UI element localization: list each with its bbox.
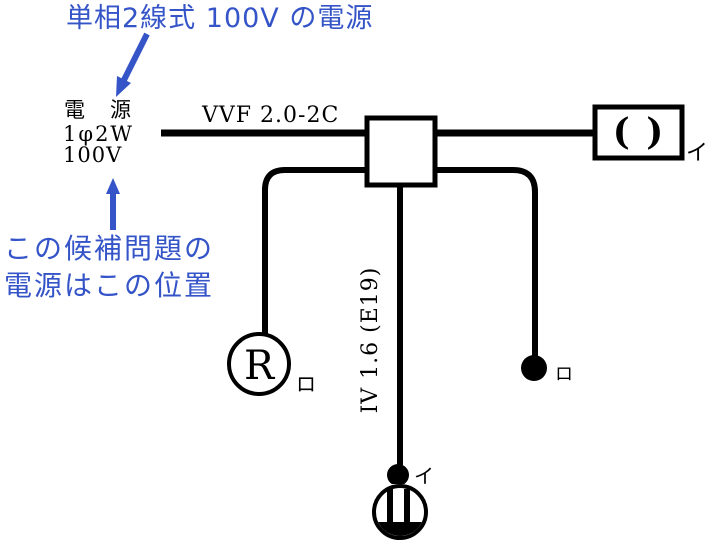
annotation-note-line1: この候補問題の — [4, 232, 214, 265]
arrow-to-source — [116, 32, 150, 97]
power-source-label: 電 源 1φ2W 100V — [63, 98, 134, 167]
lamp-receptacle-letter: R — [244, 343, 276, 389]
ceiling-rosette-symbol — [592, 104, 685, 161]
ceiling-rosette-label: イ — [686, 141, 708, 166]
switch-center-label: イ — [414, 464, 434, 488]
conduit-label: IV 1.6 (E19) — [358, 267, 383, 414]
switch-right-label: ロ — [555, 364, 573, 385]
lamp-receptacle: R ロ — [227, 332, 316, 396]
cable-label: VVF 2.0-2C — [201, 103, 339, 128]
power-source-line2: 1φ2W — [63, 122, 134, 146]
switch-right: ロ — [521, 355, 573, 385]
switch-right-symbol — [521, 355, 547, 381]
arrow-head-icon — [116, 76, 131, 97]
annotation-title: 単相2線式 100V の電源 — [66, 3, 373, 34]
power-source-line1: 電 源 — [64, 98, 133, 122]
outlet-mask — [372, 484, 428, 522]
outlet-blade-right — [404, 489, 410, 523]
ceiling-rosette-parens: ( ) — [613, 111, 666, 153]
switch-center-symbol — [387, 464, 409, 486]
annotation-note-line2: 電源はこの位置 — [4, 269, 214, 302]
switch-center: イ — [387, 464, 434, 488]
arrow-from-note — [106, 178, 120, 230]
arrow-shaft — [121, 32, 150, 82]
outlet-symbol — [372, 484, 428, 540]
lamp-receptacle-symbol — [227, 332, 291, 396]
arrow-head-icon — [106, 178, 120, 194]
outlet-outline — [372, 484, 428, 540]
ceiling-rosette: ( ) イ — [592, 104, 708, 166]
lamp-receptacle-label: ロ — [296, 372, 316, 396]
power-source-line3: 100V — [63, 143, 122, 167]
junction-box-symbol — [364, 115, 438, 188]
outlet-blade-left — [387, 489, 393, 523]
